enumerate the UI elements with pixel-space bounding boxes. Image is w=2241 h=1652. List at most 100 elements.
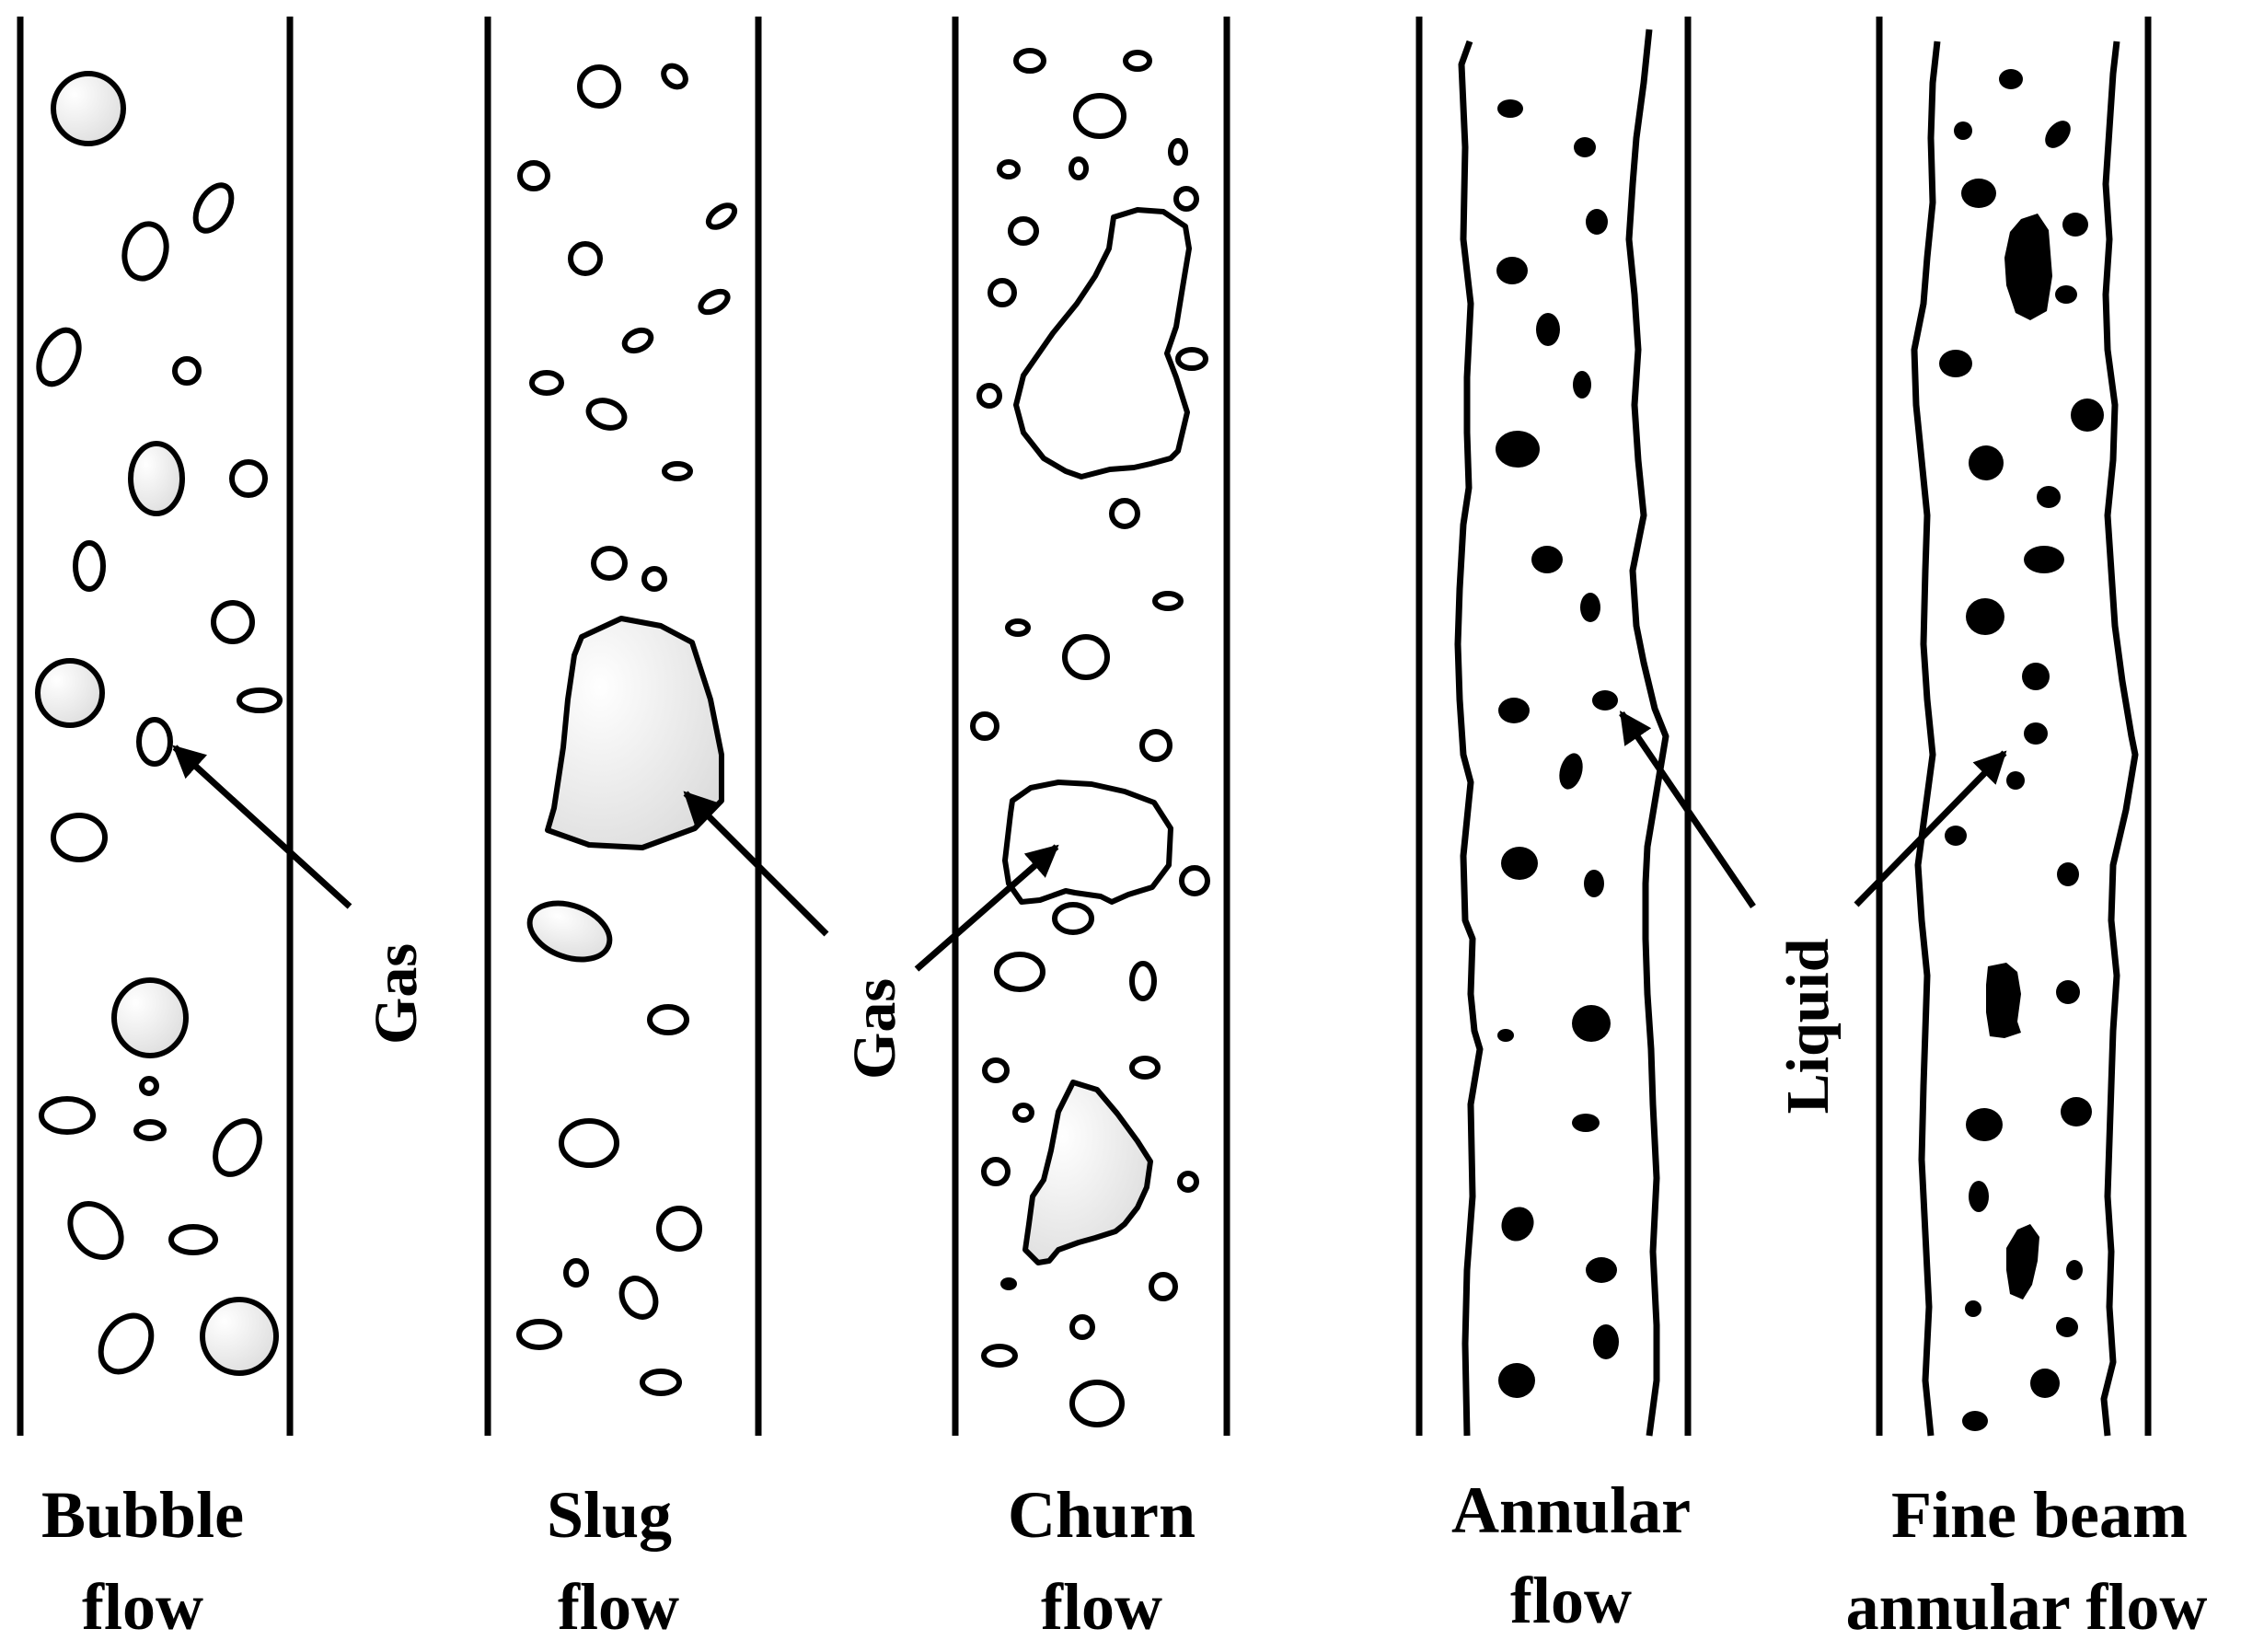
liquid-droplet: [2024, 546, 2064, 573]
gas-bubble: [39, 1096, 96, 1135]
liquid-droplet: [1999, 69, 2023, 89]
liquid-droplet: [1961, 179, 1996, 208]
liquid-droplet: [2066, 1260, 2083, 1280]
caption-fine-beam-line1: Fine beam: [1891, 1478, 2188, 1552]
gas-bubble: [1123, 50, 1152, 72]
liquid-droplet: [1496, 431, 1540, 468]
gas-bubble: [661, 63, 688, 90]
liquid-droplet: [1969, 1181, 1989, 1212]
gas-bubble: [591, 546, 628, 581]
gas-bubble: [981, 1344, 1018, 1368]
gas-bubble: [139, 1076, 159, 1096]
gas-bubble: [705, 202, 738, 230]
gas-bubble: [1062, 634, 1110, 680]
gas-slug-middle: [1002, 780, 1173, 905]
gas-bubble: [1008, 216, 1039, 246]
liquid-ligament: [1986, 963, 2021, 1038]
gas-arrow: [914, 844, 1059, 972]
gas-bubble: [618, 1276, 659, 1320]
liquid-droplet: [1572, 1005, 1611, 1042]
liquid-droplet: [1954, 121, 1972, 140]
gas-bubble: [517, 160, 550, 191]
gas-bubble: [237, 687, 283, 713]
liquid-droplet: [2071, 399, 2104, 432]
gas-bubble: [121, 221, 169, 282]
gas-bubble: [1013, 48, 1046, 74]
liquid-droplet: [2045, 121, 2071, 148]
gas-bubble: [51, 813, 108, 862]
gas-bubbles: [970, 48, 1210, 1427]
liquid-droplet: [1969, 445, 2004, 480]
gas-bubble: [128, 441, 185, 516]
liquid-droplet: [1501, 847, 1538, 880]
liquid-droplet: [1531, 546, 1563, 573]
liquid-droplet: [2030, 1369, 2060, 1398]
gas-bubble: [698, 288, 731, 316]
caption-slug-line2: flow: [558, 1570, 679, 1644]
gas-bubble: [200, 1297, 279, 1376]
taylor-bubble: [545, 616, 724, 850]
caption-fine-beam-line2: annular flow: [1846, 1570, 2208, 1644]
liquid-droplet: [1501, 1207, 1534, 1242]
gas-bubble: [1129, 961, 1157, 1001]
panel-fine-beam-annular-flow: Liquid Fine beam annular flow: [1774, 17, 2207, 1644]
liquid-droplet: [2024, 722, 2048, 745]
liquid-droplet: [1536, 313, 1560, 346]
caption-bubble-line2: flow: [82, 1570, 203, 1644]
gas-bubble: [1168, 138, 1188, 166]
panel-slug-flow: Slug flow: [484, 17, 829, 1644]
gas-bubble: [997, 159, 1021, 179]
gas-bubble: [577, 64, 621, 109]
liquid-droplet: [1966, 1108, 2003, 1141]
liquid-droplet: [2055, 285, 2077, 304]
gas-bubble: [67, 1201, 124, 1260]
liquid-droplet: [1574, 137, 1596, 157]
caption-annular-line2: flow: [1510, 1564, 1632, 1637]
gas-bubble: [1069, 1380, 1125, 1427]
gas-bubble: [1069, 1314, 1095, 1340]
liquid-droplet: [2061, 1097, 2092, 1126]
gas-arrow: [172, 745, 352, 909]
gas-bubble: [656, 1206, 702, 1252]
gas-bubble: [641, 566, 667, 592]
gas-bubbles: [516, 63, 738, 1396]
gas-bubble: [976, 383, 1002, 409]
gas-bubble: [1012, 1103, 1034, 1123]
liquid-film-interface-left: [1454, 40, 1484, 1437]
gas-bubble: [1129, 1056, 1161, 1080]
liquid-droplet: [2006, 771, 2025, 790]
gas-bubble: [136, 717, 173, 767]
gas-bubble: [982, 1057, 1010, 1083]
liquid-droplet: [1497, 1029, 1514, 1042]
panel-churn-flow: Gas Churn flow: [841, 17, 1230, 1644]
gas-bubble: [1175, 347, 1208, 371]
gas-bubbles: [35, 71, 283, 1376]
gas-label: Gas: [363, 943, 430, 1045]
liquid-label: Liquid: [1774, 939, 1842, 1115]
gas-bubble: [36, 327, 82, 387]
gas-bubble: [168, 1224, 218, 1255]
gas-bubble: [568, 241, 603, 276]
gas-bubble: [35, 658, 105, 728]
gas-bubble: [516, 1319, 562, 1350]
liquid-ligament: [2006, 1224, 2039, 1300]
caption-annular-line1: Annular: [1451, 1473, 1691, 1547]
liquid-droplet: [1592, 690, 1618, 710]
liquid-droplet: [1586, 209, 1608, 235]
gas-bubble: [585, 398, 628, 431]
gas-bubble: [1073, 93, 1126, 139]
gas-slug-lower: [1022, 1080, 1153, 1265]
liquid-droplet: [1593, 1324, 1619, 1359]
liquid-droplet: [1498, 698, 1530, 723]
gas-label: Gas: [841, 978, 908, 1080]
liquid-droplet: [1559, 753, 1583, 790]
gas-bubble: [563, 1258, 589, 1288]
gas-bubble: [621, 327, 654, 354]
gas-bubble: [133, 1119, 167, 1141]
gas-bubble: [1177, 1171, 1199, 1193]
gas-bubble: [988, 278, 1017, 307]
liquid-droplet: [2062, 213, 2088, 237]
gas-bubble: [994, 952, 1045, 992]
